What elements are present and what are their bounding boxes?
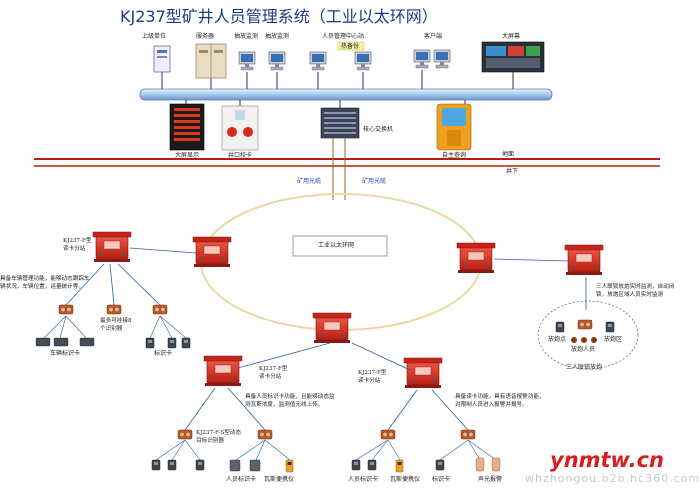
kiosk-icon — [436, 103, 472, 151]
reader-note: 最多可挂接8 个识别器 — [100, 318, 132, 332]
display-label: 大屏显示 — [175, 152, 200, 159]
checker-label: 井口校卡 — [228, 152, 253, 159]
left-id-card-label: 标识卡 — [154, 350, 173, 357]
blast-zone-label: 放炮区 — [604, 336, 623, 343]
right-id-card-label: 标识卡 — [432, 476, 451, 483]
monitor2-label: 抽放监测 — [265, 33, 290, 40]
center-label: 人员管理中心站 — [322, 33, 365, 40]
switch-label: 核心交换机 — [363, 126, 394, 133]
watermark-main: ynmtw.cn — [550, 448, 664, 472]
mid-person-card-label: 人员标识卡 — [226, 476, 257, 483]
hot-standby-label: 热备份 — [341, 43, 360, 50]
blast-person-label: 放炮人员 — [571, 346, 596, 353]
alarm-label: 声光报警 — [478, 476, 503, 483]
blast-label: 三人联锁放炮 — [566, 364, 603, 371]
mid-gas-meter-label: 瓦斯便携仪 — [264, 476, 295, 483]
big-screen-icon — [481, 41, 545, 73]
switch-icon — [320, 107, 360, 139]
watermark-sub: whzhongou.b2b.hc360.com — [525, 472, 700, 485]
right-person-card-label: 人员标识卡 — [348, 476, 379, 483]
upper-pc-label: 上级单位 — [142, 33, 167, 40]
server-label: 服务器 — [196, 33, 215, 40]
fiber-left-label: 矿用光缆 — [297, 178, 322, 185]
upper-pc-icon — [153, 45, 171, 73]
page-title: KJ237型矿井人员管理系统（工业以太环网） — [120, 7, 438, 26]
big-screen-label: 大屏幕 — [502, 33, 521, 40]
server-icon — [195, 43, 227, 79]
kiosk-label: 自主查询 — [442, 152, 467, 159]
ring-label: 工业以太环网 — [318, 242, 355, 249]
display-icon — [169, 103, 205, 151]
checker-icon — [221, 105, 259, 151]
mid-station-label: KJ237-F型 读卡分站 — [259, 366, 288, 380]
ground-label: 地面 — [502, 151, 515, 158]
left-branch-desc: 具备车辆管理功能，能够动态跟踪车 辆状况，车辆位置，运量统计等。 — [0, 276, 90, 290]
left-station-label: KJ237-F型 读卡分站 — [63, 238, 92, 252]
right-branch-desc: 具备读卡功能，具有语音报警功能， 对限制人员进入报警并报号。 — [455, 394, 545, 408]
blast-point-label: 放炮点 — [548, 336, 567, 343]
underground-label: 井下 — [506, 168, 519, 175]
mid-branch-desc: 具备人员标识卡功能，且能够动态监 测瓦斯浓度，监测值无线上传。 — [245, 394, 335, 408]
fiber-right-label: 矿用光缆 — [362, 178, 387, 185]
client-label: 客户端 — [424, 33, 443, 40]
right-station-label: KJ237-F型 读卡分站 — [358, 370, 387, 384]
mid-reader-label: KJ237-F-S型动态 目标识别器 — [196, 430, 242, 444]
right-gas-meter-label: 瓦斯便携仪 — [390, 476, 421, 483]
monitor1-label: 抽放监测 — [234, 33, 259, 40]
blast-desc: 三人联锁放炮实时监测，自动闭 锁，放炮区域人员实时监测 — [596, 284, 675, 298]
vehicle-card-label: 车辆标识卡 — [50, 350, 81, 357]
